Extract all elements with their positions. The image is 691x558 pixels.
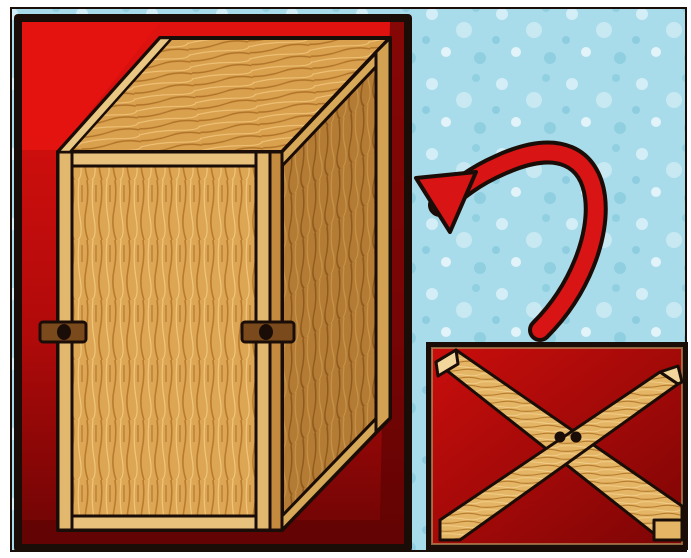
crate-front-top-batten — [58, 152, 282, 166]
right-bolt-icon — [259, 324, 273, 340]
inset-panel — [426, 342, 688, 550]
crate-side-back-batten — [376, 38, 390, 432]
wooden-crate — [58, 38, 390, 530]
left-bolt-icon — [57, 324, 71, 340]
left-clamp — [40, 322, 86, 342]
crate-front-bottom-batten — [58, 516, 282, 530]
right-clamp — [242, 322, 294, 342]
slat-bolt-icon — [555, 432, 566, 443]
slat-bolt-icon — [571, 432, 582, 443]
